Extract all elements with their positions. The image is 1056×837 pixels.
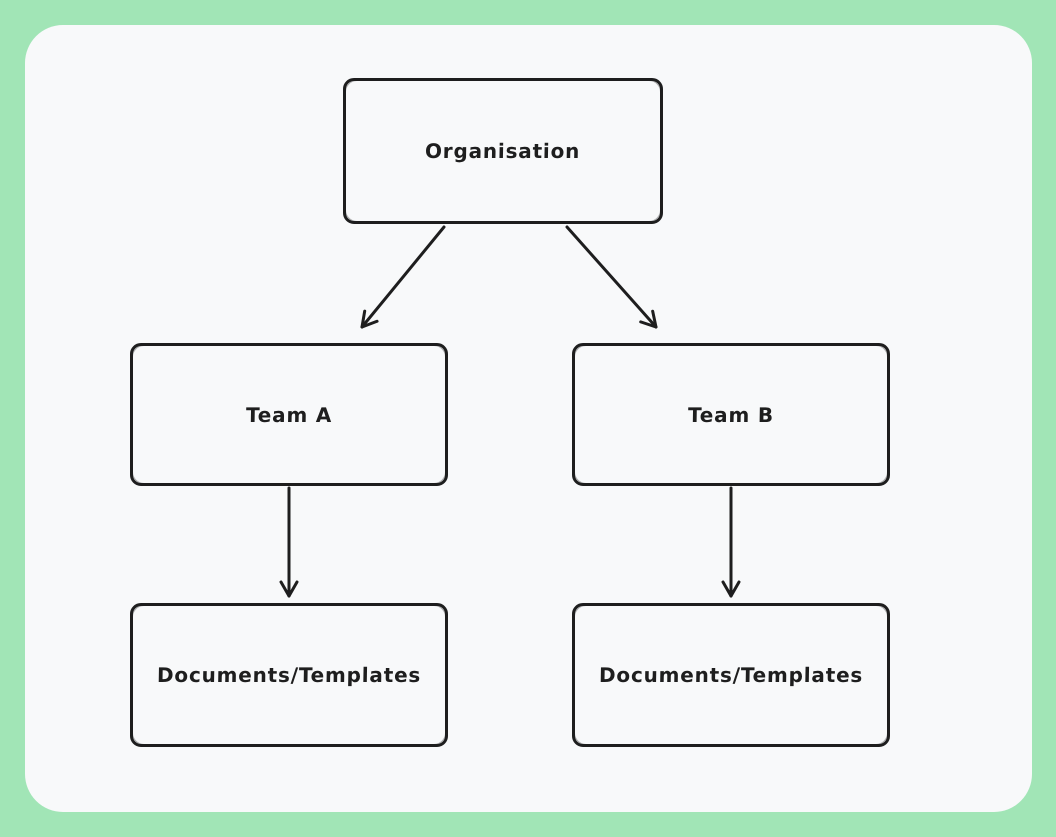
node-documents-templates-b-label: Documents/Templates [598,663,864,687]
node-documents-templates-a[interactable]: Documents/Templates [130,603,448,747]
node-documents-templates-b[interactable]: Documents/Templates [572,603,890,747]
node-team-a[interactable]: Team A [130,343,448,486]
node-team-b-label: Team B [687,402,775,427]
node-organisation-label: Organisation [425,139,581,163]
node-team-a-label: Team A [245,402,333,427]
node-organisation[interactable]: Organisation [343,78,663,224]
node-team-b[interactable]: Team B [572,343,890,486]
node-documents-templates-a-label: Documents/Templates [156,663,422,687]
